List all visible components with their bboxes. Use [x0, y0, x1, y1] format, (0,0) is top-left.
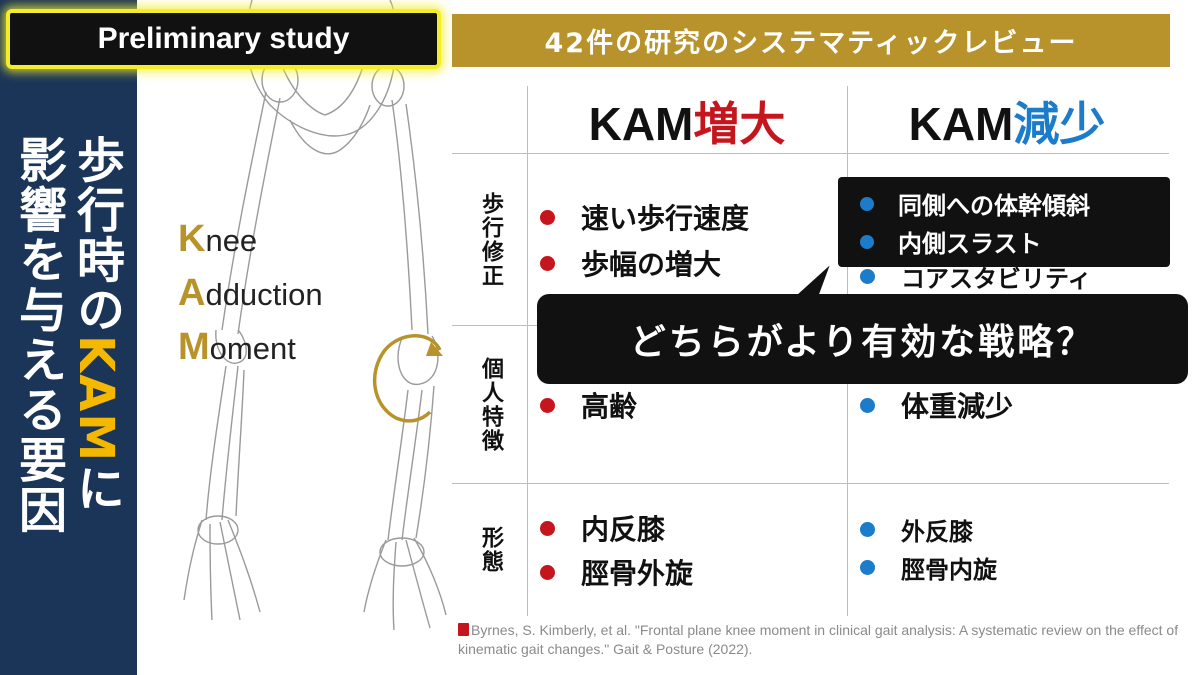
callout-text: どちらがより有効な戦略？	[629, 322, 1096, 363]
citation: Byrnes, S. Kimberly, et al. "Frontal pla…	[458, 621, 1188, 659]
citation-text: Byrnes, S. Kimberly, et al. "Frontal pla…	[458, 622, 1179, 657]
side-title-line2: 影響を与える要因	[10, 135, 66, 535]
list-item: コアスタビリティ	[860, 259, 1092, 294]
table-divider-vertical-1	[527, 86, 528, 616]
row-label-morphology: 形態	[478, 526, 503, 574]
dot-icon	[540, 255, 555, 271]
list-item: 内側スラスト	[860, 224, 1042, 259]
table-divider-horizontal-1	[452, 153, 1169, 154]
side-band: 歩行時のKAMに 影響を与える要因	[0, 0, 137, 675]
dot-icon	[860, 269, 875, 284]
list-item: 歩幅の増大	[540, 243, 721, 283]
list-item: 脛骨内旋	[860, 550, 997, 585]
side-title-line1: 歩行時のKAMに	[68, 135, 124, 514]
badge-label: Preliminary study	[97, 22, 350, 55]
dot-icon	[860, 397, 875, 413]
list-item: 速い歩行速度	[540, 197, 749, 237]
list-item: 脛骨外旋	[540, 552, 693, 592]
review-header: 42件の研究のシステマティックレビュー	[452, 14, 1170, 67]
question-callout: どちらがより有効な戦略？	[537, 294, 1188, 384]
acronym-moment: Moment	[178, 326, 296, 368]
list-item: 高齢	[540, 385, 637, 425]
list-item: 内反膝	[540, 508, 665, 548]
dot-icon	[860, 234, 874, 249]
column-header-increase: KAM増大	[588, 97, 786, 151]
preliminary-study-badge: Preliminary study	[6, 9, 441, 69]
dot-icon	[540, 209, 555, 225]
table-divider-horizontal-3	[452, 483, 1169, 484]
dot-icon	[540, 564, 555, 580]
dot-icon	[540, 397, 555, 413]
book-icon	[458, 623, 469, 636]
row-label-personal-traits: 個人特徴	[478, 357, 503, 453]
curved-arrow-icon	[372, 334, 442, 423]
acronym-adduction: Adduction	[178, 272, 323, 314]
dot-icon	[860, 560, 875, 575]
row-label-gait-modification: 歩行修正	[478, 192, 503, 288]
list-item: 外反膝	[860, 512, 973, 547]
review-header-title: 42件の研究のシステマティックレビュー	[544, 28, 1078, 59]
acronym-knee: Knee	[178, 218, 258, 260]
list-item: 体重減少	[860, 385, 1013, 425]
strategy-tip-box: 同側への体幹傾斜 内側スラスト	[838, 177, 1170, 267]
column-header-decrease: KAM減少	[908, 97, 1106, 151]
dot-icon	[860, 522, 875, 537]
dot-icon	[860, 196, 874, 211]
dot-icon	[540, 520, 555, 536]
side-title-accent: KAM	[68, 335, 124, 464]
list-item: 同側への体幹傾斜	[860, 186, 1090, 221]
